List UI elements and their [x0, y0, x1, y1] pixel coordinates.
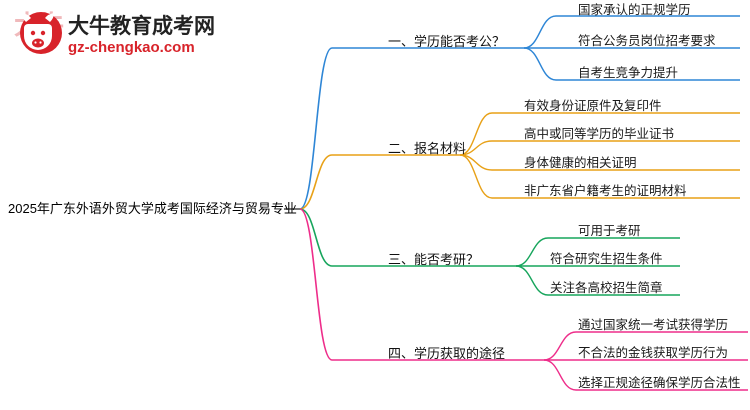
- branch-line-3: [299, 208, 333, 267]
- leaf-line-4-3: [543, 359, 577, 391]
- leaf-label-2-2: 高中或同等学历的毕业证书: [524, 127, 675, 141]
- leaf-line-4-1: [543, 331, 577, 361]
- leaf-label-2-3: 身体健康的相关证明: [524, 156, 637, 170]
- branch-label-1: 一、学历能否考公？: [388, 34, 506, 49]
- leaf-label-1-3: 自考生竞争力提升: [578, 66, 679, 80]
- leaf-line-1-3: [523, 47, 557, 81]
- leaf-label-3-2: 符合研究生招生条件: [550, 252, 663, 266]
- logo-brand-url: gz-chengkao.com: [68, 39, 195, 56]
- branch-label-3: 三、能否考研？: [388, 252, 480, 267]
- leaf-label-2-4: 非广东省户籍考生的证明材料: [524, 184, 687, 198]
- leaf-label-4-1: 通过国家统一考试获得学历: [578, 318, 729, 332]
- leaf-label-3-3: 关注各高校招生简章: [550, 281, 663, 295]
- leaf-label-4-3: 选择正规途径确保学历合法性: [578, 376, 741, 390]
- leaf-label-3-1: 可用于考研: [578, 224, 641, 238]
- branch-label-4: 四、学历获取的途径: [388, 346, 506, 361]
- site-logo: 大牛 大牛教育成考网 gz-chengkao.com: [8, 6, 218, 64]
- branch-line-1: [299, 47, 333, 210]
- leaf-label-1-1: 国家承认的正规学历: [578, 3, 691, 17]
- branch-line-4: [299, 208, 333, 361]
- leaf-line-3-3: [515, 265, 549, 296]
- leaf-line-2-4: [459, 154, 493, 199]
- mindmap-root-label: 2025年广东外语外贸大学成考国际经济与贸易专业: [8, 201, 297, 216]
- leaf-line-1-1: [523, 15, 557, 49]
- branch-line-2: [299, 154, 333, 210]
- branch-label-2: 二、报名材料: [388, 141, 467, 156]
- leaf-line-3-1: [515, 237, 549, 267]
- leaf-label-2-1: 有效身份证原件及复印件: [524, 99, 662, 113]
- bull-logo-icon: 大牛: [12, 8, 64, 60]
- leaf-label-1-2: 符合公务员岗位招考要求: [578, 34, 716, 48]
- leaf-label-4-2: 不合法的金钱获取学历行为: [578, 346, 729, 360]
- leaf-line-2-1: [459, 112, 493, 156]
- logo-brand-name: 大牛教育成考网: [68, 15, 215, 38]
- bull-head-icon: [22, 13, 54, 50]
